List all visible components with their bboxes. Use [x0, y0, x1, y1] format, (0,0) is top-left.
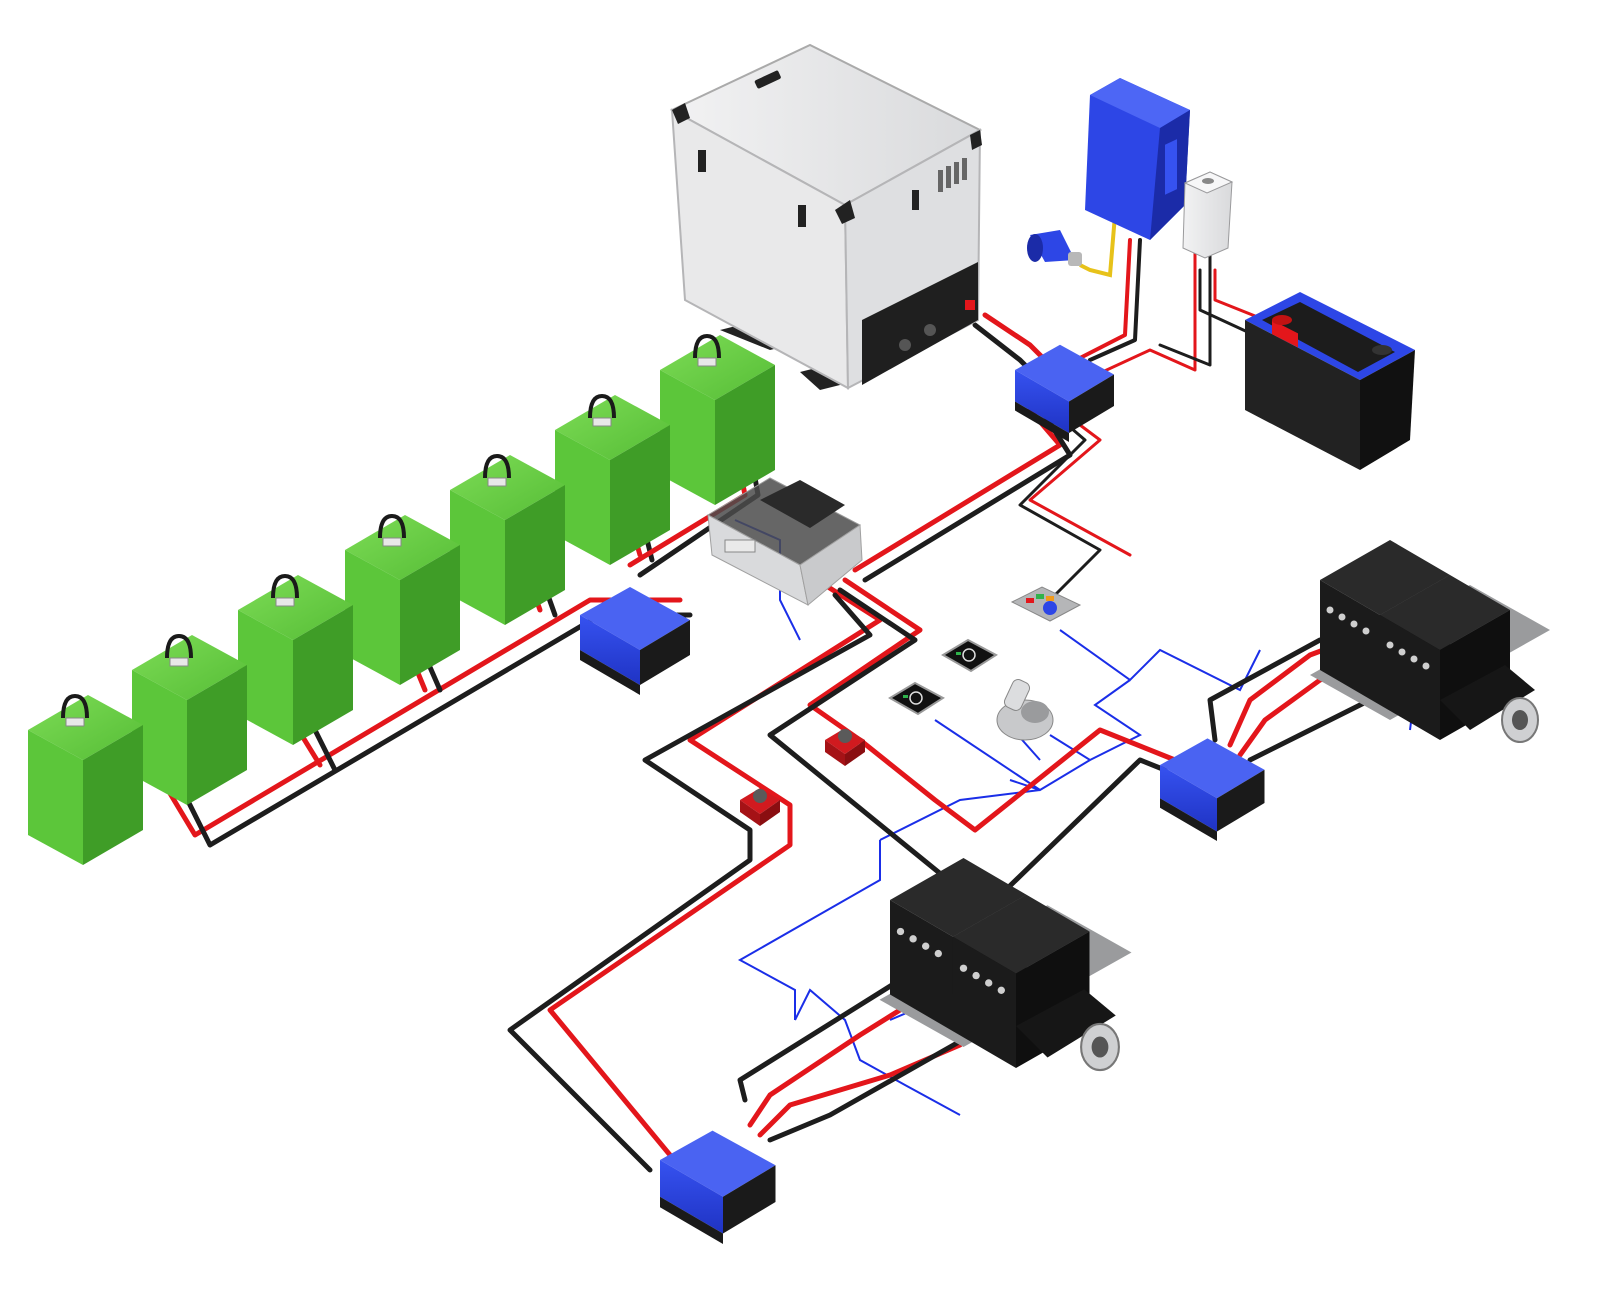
blue-bus-module-icon [660, 1130, 776, 1244]
throttle-lever-icon [996, 679, 1054, 741]
blue-bus-module-icon [580, 587, 690, 695]
distribution-modules [580, 344, 1265, 1244]
battery-junction-box-icon [706, 477, 863, 606]
lithium-battery-cell-icon [28, 693, 143, 865]
lithium-battery-cell-icon [132, 633, 247, 805]
lithium-battery-cell-icon [345, 513, 460, 685]
blue-bus-module-icon [1160, 738, 1265, 841]
house-battery-bank [28, 333, 775, 865]
starter-battery-icon [1245, 292, 1415, 470]
propulsion-motors [879, 540, 1550, 1072]
control-displays [888, 638, 998, 716]
electric-propulsion-motor-icon [1310, 540, 1550, 743]
control-panel-icon [1010, 586, 1082, 622]
blue-bus-module-icon [1015, 344, 1114, 442]
battery-isolator-switch-icon [825, 728, 865, 766]
electric-propulsion-motor-icon [879, 858, 1132, 1072]
dc-dc-converter-icon [1182, 171, 1234, 259]
lithium-battery-cell-icon [555, 393, 670, 565]
shore-power-plug-icon [1027, 214, 1117, 278]
battery-isolator-switch-icon [740, 788, 780, 826]
generator-enclosure-icon [669, 43, 983, 390]
lithium-battery-cell-icon [450, 453, 565, 625]
lithium-battery-cell-icon [660, 333, 775, 505]
control-display-icon [941, 638, 998, 673]
shore-charger-icon [1085, 78, 1190, 240]
lithium-battery-cell-icon [238, 573, 353, 745]
control-display-icon [888, 681, 945, 716]
battery-switches [740, 728, 865, 826]
